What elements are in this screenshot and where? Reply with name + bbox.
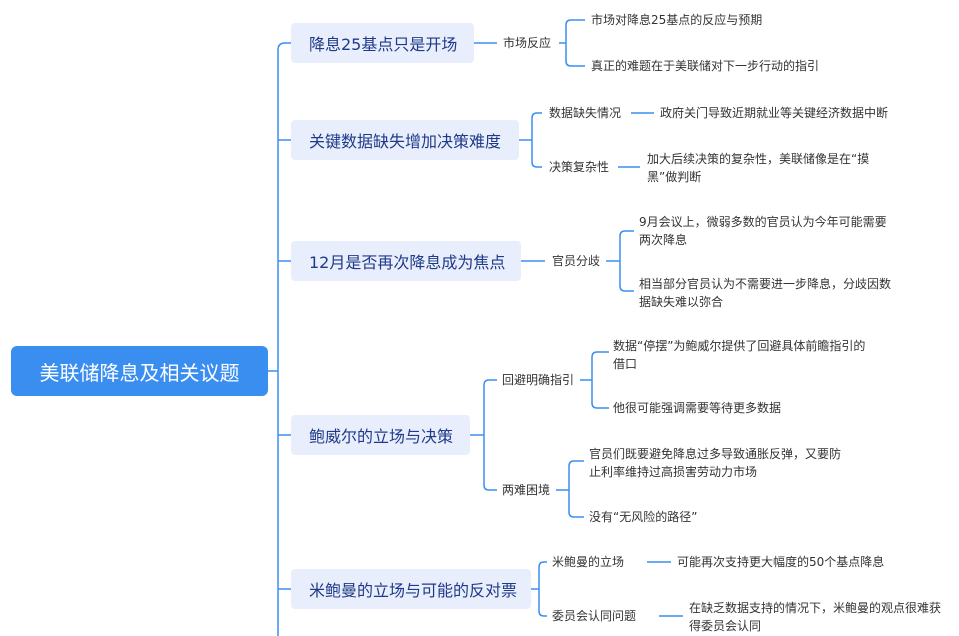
leaf-no-risk-free-path[interactable]: 没有“无风险的路径” xyxy=(589,510,698,524)
branch-december-focus[interactable]: 12月是否再次降息成为焦点 xyxy=(291,241,521,281)
sub-official-divergence[interactable]: 官员分歧 xyxy=(552,254,601,268)
branch-data-missing[interactable]: 关键数据缺失增加决策难度 xyxy=(291,120,519,160)
leaf-50bp-cut[interactable]: 可能再次支持更大幅度的50个基点降息 xyxy=(677,555,885,569)
branch-powell-stance[interactable]: 鲍威尔的立场与决策 xyxy=(291,415,470,455)
root-topic[interactable]: 美联储降息及相关议题 xyxy=(11,346,268,396)
leaf-government-shutdown[interactable]: 政府关门导致近期就业等关键经济数据中断 xyxy=(660,106,889,120)
leaf-groping-in-dark[interactable]: 加大后续决策的复杂性，美联储像是在“摸黑”做判断 xyxy=(647,152,870,184)
sub-market-reaction[interactable]: 市场反应 xyxy=(503,36,552,50)
branch-rate-cut-opening[interactable]: 降息25基点只是开场 xyxy=(291,23,474,63)
sub-decision-complexity[interactable]: 决策复杂性 xyxy=(549,160,610,174)
leaf-hard-to-gain-approval[interactable]: 在缺乏数据支持的情况下，米鲍曼的观点很难获得委员会认同 xyxy=(689,601,942,633)
leaf-slim-majority[interactable]: 9月会议上，微弱多数的官员认为今年可能需要两次降息 xyxy=(639,215,887,247)
leaf-inflation-vs-labor[interactable]: 官员们既要避免降息过多导致通胀反弹，又要防止利率维持过高损害劳动力市场 xyxy=(589,447,842,479)
leaf-real-challenge[interactable]: 真正的难题在于美联储对下一步行动的指引 xyxy=(591,59,820,73)
leaf-data-halt-excuse[interactable]: 数据“停摆”为鲍威尔提供了回避具体前瞻指引的借口 xyxy=(613,339,866,371)
leaf-no-further-cut[interactable]: 相当部分官员认为不需要进一步降息，分歧因数据缺失难以弥合 xyxy=(639,277,892,309)
leaf-wait-more-data[interactable]: 他很可能强调需要等待更多数据 xyxy=(613,401,782,415)
sub-dilemma[interactable]: 两难困境 xyxy=(502,483,551,497)
leaf-market-expectation[interactable]: 市场对降息25基点的反应与预期 xyxy=(591,13,763,27)
sub-data-missing-status[interactable]: 数据缺失情况 xyxy=(549,106,622,120)
sub-avoid-guidance[interactable]: 回避明确指引 xyxy=(502,373,575,387)
sub-committee-approval[interactable]: 委员会认同问题 xyxy=(552,609,637,623)
branch-miran-stance[interactable]: 米鲍曼的立场与可能的反对票 xyxy=(291,569,531,609)
sub-miran-position[interactable]: 米鲍曼的立场 xyxy=(552,555,625,569)
